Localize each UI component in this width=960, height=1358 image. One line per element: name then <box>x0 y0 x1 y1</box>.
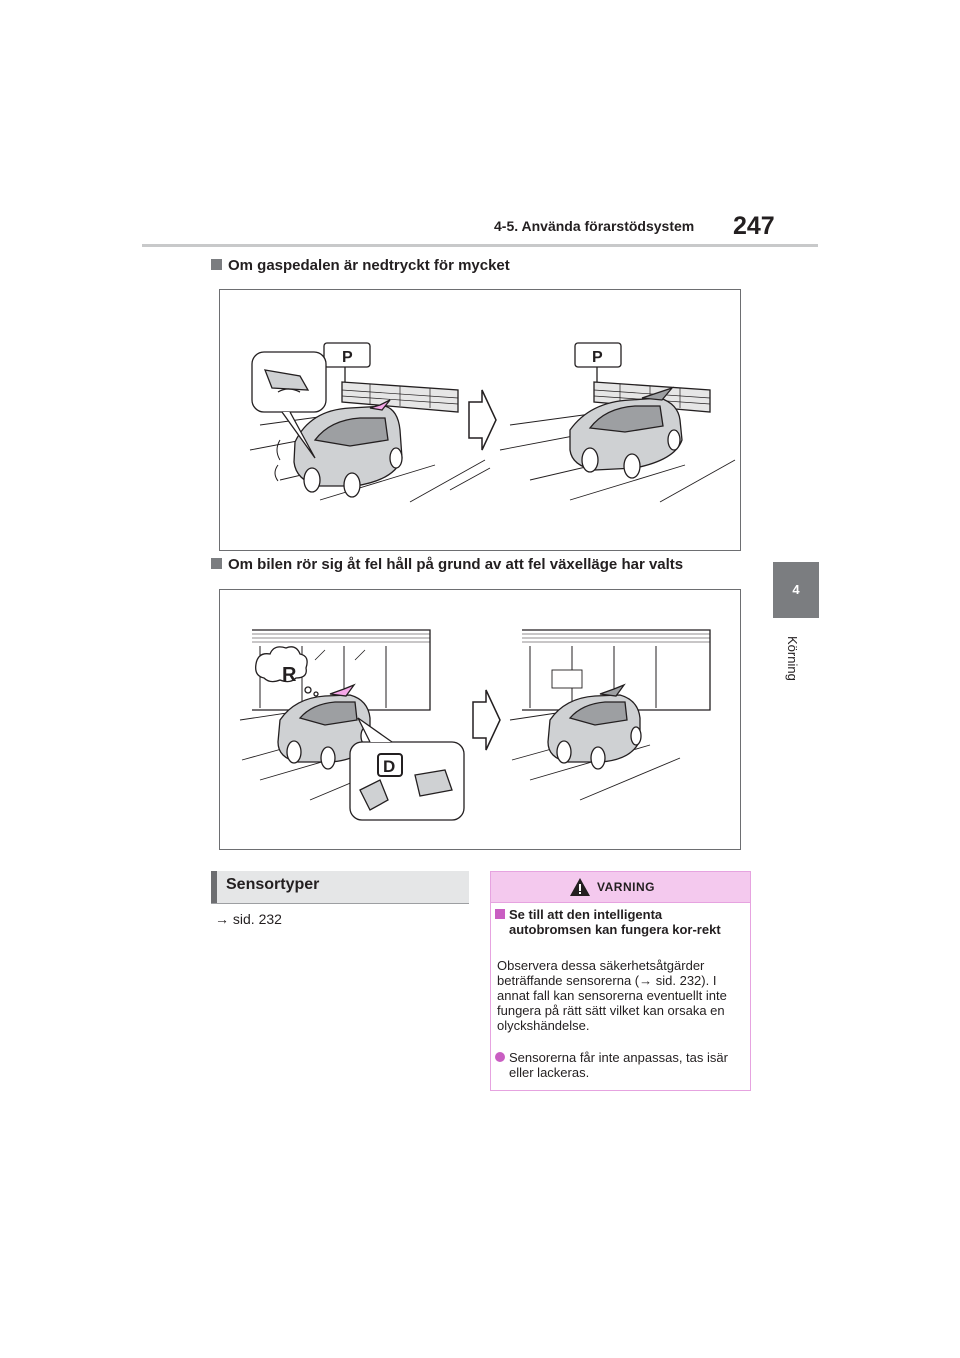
svg-text:P: P <box>592 349 603 366</box>
round-bullet-icon <box>495 1052 505 1062</box>
warning-title: VARNING <box>597 880 655 894</box>
sensor-types-heading: Sensortyper <box>211 871 469 904</box>
warning-box: VARNING Se till att den intelligenta aut… <box>490 871 751 1091</box>
chapter-tab[interactable]: 4 <box>773 562 819 618</box>
gear-display-label: D <box>383 757 395 776</box>
warning-bullet-item: Sensorerna får inte anpassas, tas isär e… <box>495 1050 739 1080</box>
chapter-tab-label: Körning <box>785 636 800 681</box>
transition-arrow-icon <box>472 689 501 751</box>
svg-text:P: P <box>342 349 353 366</box>
header-divider <box>142 244 818 247</box>
section-heading-1: Om gaspedalen är nedtryckt för mycket <box>211 257 510 274</box>
page-number: 247 <box>733 212 775 240</box>
illustration-accelerator-pressed: P P <box>219 289 741 551</box>
heading-accent-bar <box>211 871 217 903</box>
pedal-inset <box>251 351 327 459</box>
square-bullet-icon <box>495 909 505 919</box>
page-reference-link[interactable]: → sid. 232 <box>215 911 282 927</box>
parking-scene-before: P <box>249 342 491 503</box>
store-scene-after <box>509 629 711 801</box>
section-title: 4-5. Använda förarstödsystem <box>494 218 695 234</box>
section-heading-2: Om bilen rör sig åt fel håll på grund av… <box>211 556 683 573</box>
illustration-wrong-gear: R D <box>219 589 741 850</box>
pedal-gear-inset: D <box>349 717 465 821</box>
store-scene-before: R <box>239 629 431 801</box>
warning-subheading: Se till att den intelligenta autobromsen… <box>495 907 734 937</box>
warning-triangle-icon <box>570 878 590 896</box>
warning-body: Observera dessa säkerhetsåtgärder beträf… <box>497 958 727 1033</box>
square-bullet-icon <box>211 259 222 270</box>
gear-bubble-label: R <box>282 664 297 686</box>
transition-arrow-icon <box>468 389 497 451</box>
parking-scene-after: P <box>499 342 736 503</box>
warning-header: VARNING <box>491 872 750 903</box>
square-bullet-icon <box>211 558 222 569</box>
